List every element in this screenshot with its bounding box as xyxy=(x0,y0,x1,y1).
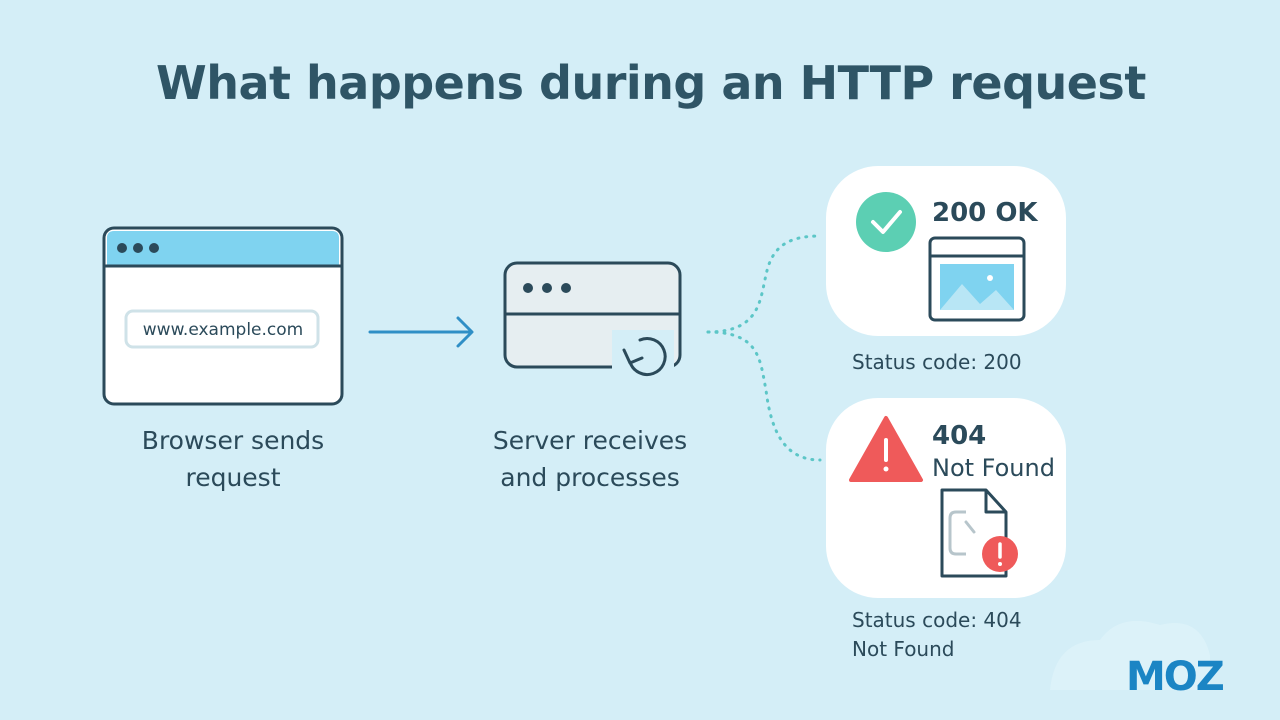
ok-status-caption: Status code: 200 xyxy=(852,350,1022,374)
error-badge-icon xyxy=(982,536,1018,572)
check-circle-icon xyxy=(856,192,916,252)
browser-caption: Browser sends request xyxy=(141,426,325,492)
ok-status-title: 200 OK xyxy=(932,198,1038,228)
server-caption: Server receives and processes xyxy=(492,426,688,492)
connector-lines xyxy=(706,234,822,462)
image-window-icon xyxy=(928,236,1026,322)
refresh-icon xyxy=(622,337,667,376)
not-found-status-caption: Status code: 404 Not Found xyxy=(852,608,1022,661)
server-icon xyxy=(503,261,682,380)
warning-triangle-icon xyxy=(849,416,923,482)
not-found-text: Not Found xyxy=(932,454,1055,482)
url-text: www.example.com xyxy=(142,320,304,340)
moz-logo: MOZ xyxy=(1126,654,1225,700)
page-title: What happens during an HTTP request xyxy=(156,56,1146,110)
not-found-code: 404 xyxy=(932,421,987,451)
url-bar xyxy=(124,309,320,349)
arrow-right-icon xyxy=(368,316,474,348)
browser-window-icon xyxy=(102,226,344,406)
